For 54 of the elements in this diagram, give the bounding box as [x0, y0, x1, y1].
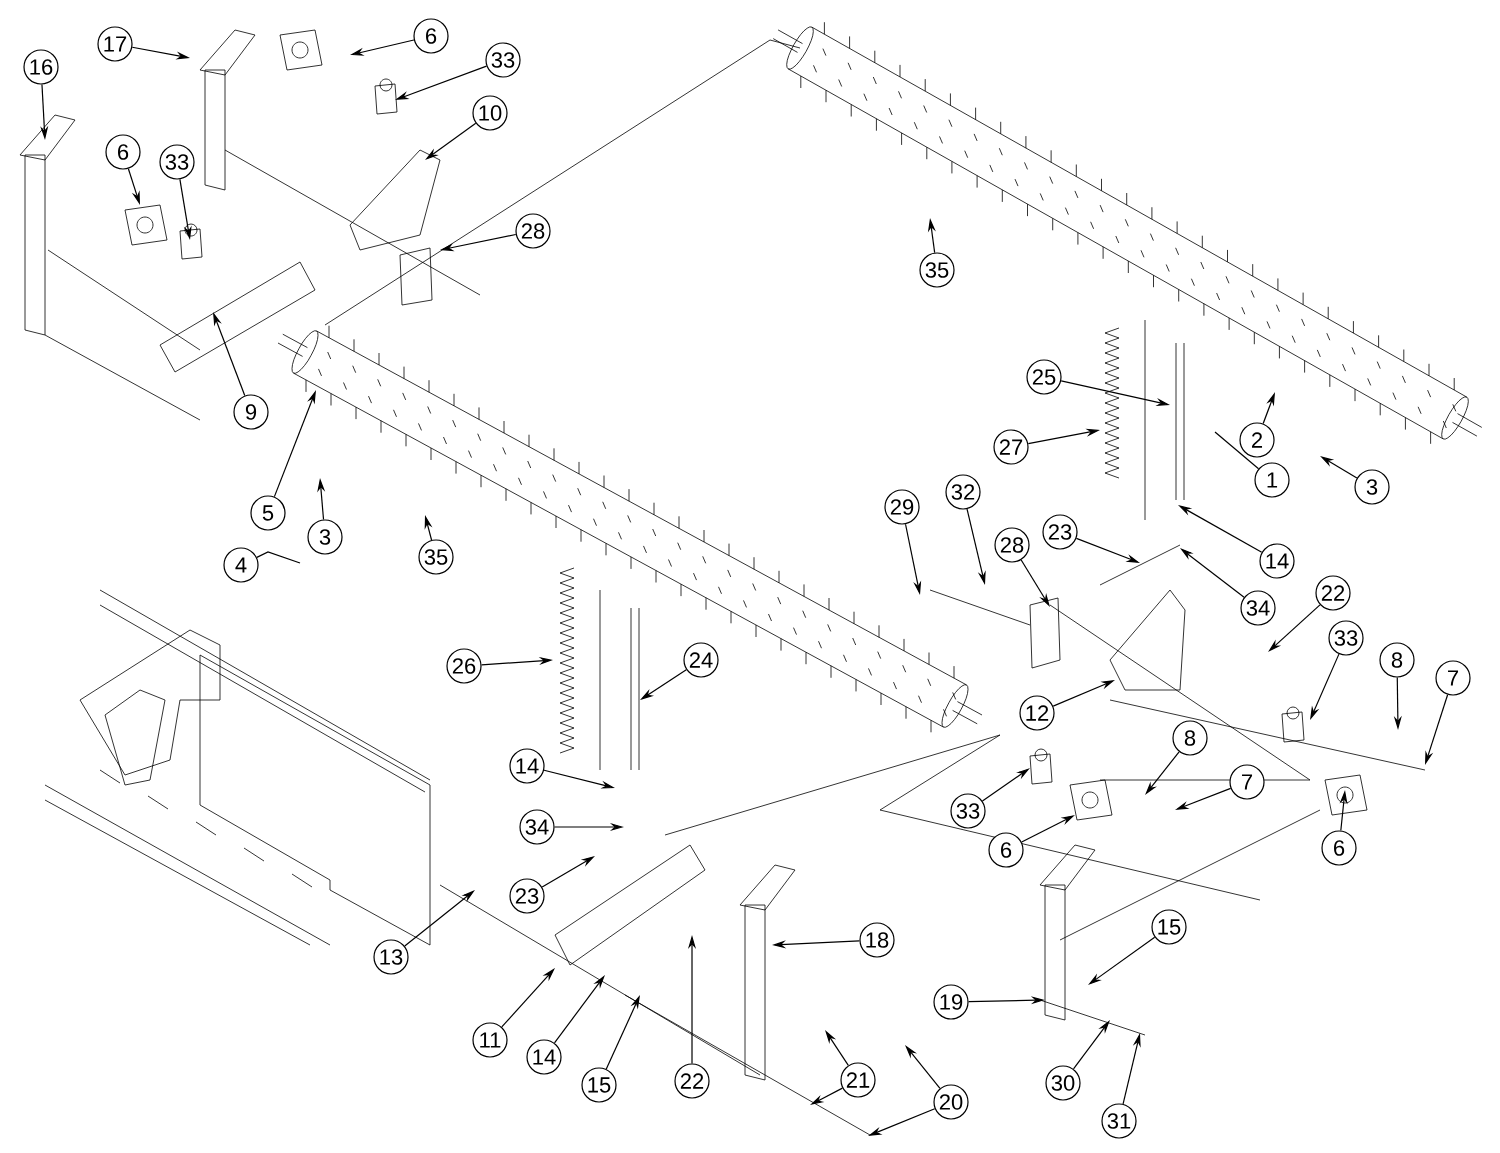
callout-number: 2: [1239, 422, 1275, 458]
callout-number: 15: [581, 1067, 617, 1103]
callout-number: 28: [515, 213, 551, 249]
callout-number: 6: [413, 18, 449, 54]
callout-number: 12: [1019, 695, 1055, 731]
leader-line: [1214, 431, 1260, 470]
callout-number: 7: [1229, 764, 1265, 800]
callout-number: 26: [446, 648, 482, 684]
callout-number: 5: [250, 495, 286, 531]
callout-number: 6: [988, 832, 1024, 868]
callout-number: 34: [1240, 590, 1276, 626]
callout-number: 4: [223, 547, 259, 583]
callout-number: 33: [159, 144, 195, 180]
callout-number: 14: [509, 748, 545, 784]
callout-number: 32: [945, 474, 981, 510]
callout-number: 30: [1045, 1065, 1081, 1101]
callout-number: 16: [23, 49, 59, 85]
callout-number: 22: [1315, 575, 1351, 611]
callout-number: 8: [1172, 720, 1208, 756]
callout-number: 9: [233, 394, 269, 430]
callout-number: 23: [1042, 514, 1078, 550]
callout-number: 27: [993, 429, 1029, 465]
callout-number: 20: [933, 1084, 969, 1120]
callout-number: 29: [884, 489, 920, 525]
callout-number: 3: [1354, 469, 1390, 505]
callout-number: 25: [1026, 359, 1062, 395]
callout-number: 22: [674, 1063, 710, 1099]
callout-number: 19: [933, 984, 969, 1020]
callout-number: 1: [1254, 462, 1290, 498]
callout-number: 33: [485, 42, 521, 78]
callout-number: 3: [307, 519, 343, 555]
callout-number: 11: [472, 1022, 508, 1058]
callout-number: 6: [1321, 830, 1357, 866]
callout-number: 10: [472, 95, 508, 131]
callout-number: 18: [859, 922, 895, 958]
callout-number: 15: [1151, 909, 1187, 945]
callout-number: 28: [994, 527, 1030, 563]
callout-number: 35: [418, 539, 454, 575]
callout-number: 35: [919, 252, 955, 288]
leader-line: [256, 551, 301, 564]
callout-number: 7: [1435, 660, 1471, 696]
callout-number: 13: [373, 939, 409, 975]
callout-number: 8: [1379, 642, 1415, 678]
callout-number: 33: [1328, 620, 1364, 656]
callout-number: 31: [1101, 1103, 1137, 1139]
callout-number: 14: [526, 1039, 562, 1075]
callout-number: 23: [509, 878, 545, 914]
callout-number: 34: [519, 809, 555, 845]
callout-number: 33: [950, 793, 986, 829]
callout-number: 21: [840, 1062, 876, 1098]
callout-number: 24: [683, 642, 719, 678]
callout-number: 6: [105, 134, 141, 170]
callout-number: 14: [1259, 543, 1295, 579]
callout-number: 17: [97, 26, 133, 62]
